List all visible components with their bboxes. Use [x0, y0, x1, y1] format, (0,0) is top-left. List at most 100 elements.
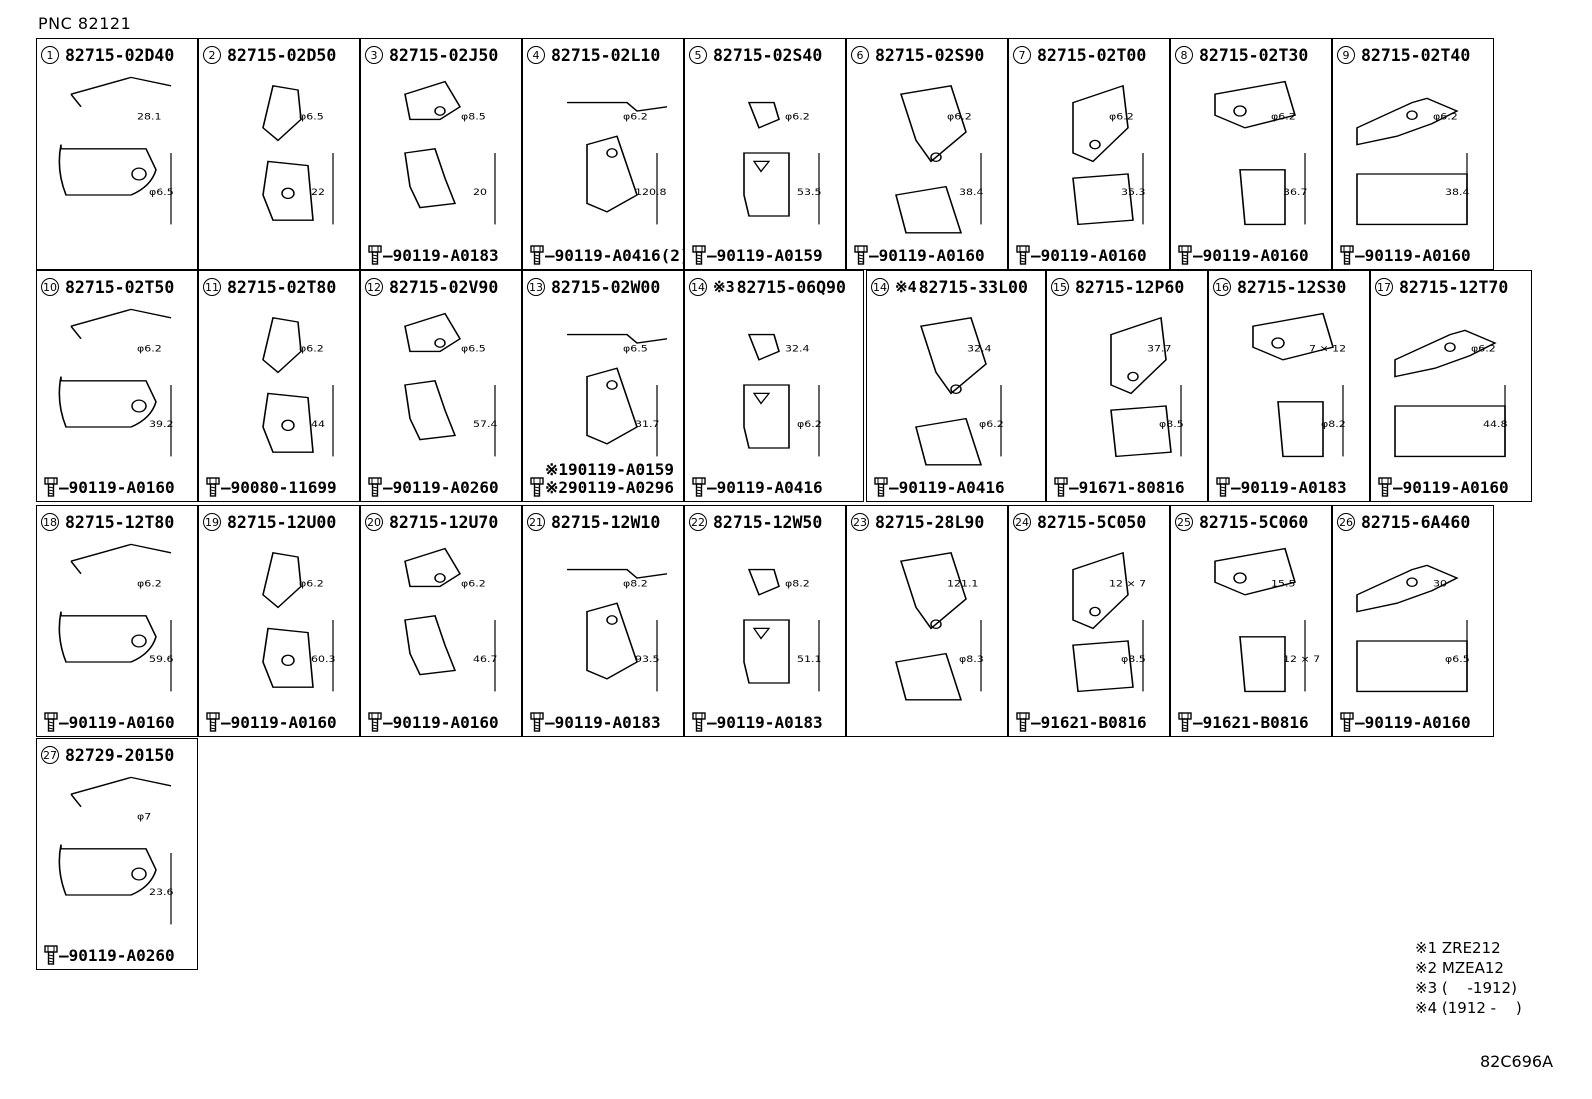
bolt-part-number[interactable]: 90119-A0183 [1240, 478, 1347, 497]
bolt-part-number[interactable]: — [1231, 478, 1241, 497]
bolt-part-number[interactable]: 90080-11699 [230, 478, 337, 497]
bolt-part-number[interactable]: — [59, 946, 69, 965]
bolt-part-number[interactable]: — [545, 246, 555, 265]
part-number[interactable]: 82715-12W10 [551, 512, 661, 532]
bolt-part-number[interactable]: 90119-A0160 [1364, 713, 1471, 732]
bolt-part-number[interactable]: — [59, 478, 69, 497]
bolt-part-number[interactable]: 90119-A0416 [898, 478, 1005, 497]
bolt-part-number[interactable]: — [383, 713, 393, 732]
bolt-part-number[interactable]: — [221, 713, 231, 732]
part-number[interactable]: 82715-02T00 [1037, 45, 1147, 65]
bolt-part-number[interactable]: — [707, 246, 717, 265]
bolt-part-number[interactable]: 91621-B0816 [1040, 713, 1147, 732]
bolt-part-number[interactable]: — [383, 478, 393, 497]
part-number[interactable]: 82715-02T40 [1361, 45, 1471, 65]
part-number[interactable]: 82715-28L90 [875, 512, 985, 532]
bolt-part-number[interactable]: ※290119-A0296 [545, 478, 674, 497]
bolt-part-number[interactable]: — [1069, 478, 1079, 497]
part-number[interactable]: 82715-02T30 [1199, 45, 1309, 65]
bolt-part-number[interactable]: 90119-A0260 [68, 946, 175, 965]
part-number[interactable]: 82715-02S40 [713, 45, 823, 65]
part-number[interactable]: 82715-33L00 [918, 277, 1028, 297]
bolt-part-number[interactable]: — [1355, 246, 1365, 265]
part-number[interactable]: 82715-02W00 [551, 277, 661, 297]
bolt-part-number[interactable]: — [707, 478, 717, 497]
bolt-part-number[interactable]: 90119-A0183 [554, 713, 661, 732]
bolt-part-number[interactable]: 90119-A0160 [878, 246, 985, 265]
bolt-part-number[interactable]: 90119-A0160 [68, 478, 175, 497]
part-number[interactable]: 82715-12W50 [713, 512, 823, 532]
part-number[interactable]: 82715-02D50 [227, 45, 337, 65]
part-number[interactable]: 82715-02J50 [389, 45, 499, 65]
bolt-part-number[interactable]: — [1193, 713, 1203, 732]
bolt-part-number[interactable]: 90119-A0160 [1202, 246, 1309, 265]
part-number[interactable]: 82715-6A460 [1361, 512, 1471, 532]
part-number[interactable]: 82715-12T70 [1399, 277, 1509, 297]
bolt-part-number[interactable]: 90119-A0160 [1364, 246, 1471, 265]
part-number[interactable]: 82715-12P60 [1075, 277, 1185, 297]
bolt-part-number[interactable]: — [869, 246, 879, 265]
bolt-part-number[interactable]: 90119-A0183 [716, 713, 823, 732]
bolt-part-number[interactable]: 90119-A0416 [716, 478, 823, 497]
bolt-part-number[interactable]: 90119-A0160 [392, 713, 499, 732]
bolt-part-number[interactable]: 90119-A0160 [1402, 478, 1509, 497]
bolt-part-number[interactable]: 90119-A0160 [68, 713, 175, 732]
bolt-part-number[interactable]: — [59, 713, 69, 732]
part-number[interactable]: 82715-02L10 [551, 45, 661, 65]
part-number[interactable]: 82715-12U00 [227, 512, 337, 532]
bolt-part-number[interactable]: 90119-A0416(2) [554, 246, 684, 265]
bolt-part-number[interactable]: — [889, 478, 899, 497]
bolt-part-number[interactable]: — [383, 246, 393, 265]
bolt-part-number[interactable]: — [1031, 713, 1041, 732]
part-number[interactable]: 82729-20150 [65, 745, 175, 765]
part-number[interactable]: 82715-02V90 [389, 277, 499, 297]
part-number[interactable]: 82715-5C050 [1037, 512, 1147, 532]
part-number[interactable]: 82715-02T50 [65, 277, 175, 297]
bolt-part-number[interactable]: 90119-A0260 [392, 478, 499, 497]
bolt-part-number[interactable]: 90119-A0160 [230, 713, 337, 732]
bolt-part-number[interactable]: — [221, 478, 231, 497]
bolt-part-number[interactable]: 90119-A0159 [716, 246, 823, 265]
bolt-part-number[interactable]: — [1393, 478, 1403, 497]
bolt-part-number[interactable]: 90119-A0160 [1040, 246, 1147, 265]
part-number[interactable]: 82715-5C060 [1199, 512, 1309, 532]
bolt-part-number[interactable]: — [545, 713, 555, 732]
bolt-part-number[interactable]: — [1031, 246, 1041, 265]
part-number[interactable]: 82715-02D40 [65, 45, 175, 65]
part-number[interactable]: 82715-12T80 [65, 512, 175, 532]
bolt-part-number[interactable]: ※190119-A0159 [545, 460, 674, 479]
part-number[interactable]: 82715-12U70 [389, 512, 499, 532]
part-number[interactable]: 82715-06Q90 [736, 277, 846, 297]
bolt-part-number[interactable]: — [1193, 246, 1203, 265]
bolt-part-number[interactable]: 90119-A0183 [392, 246, 499, 265]
part-number[interactable]: 82715-12S30 [1237, 277, 1347, 297]
bolt-part-number[interactable]: — [1355, 713, 1365, 732]
part-number[interactable]: 82715-02T80 [227, 277, 337, 297]
part-number[interactable]: 82715-02S90 [875, 45, 985, 65]
bolt-part-number[interactable]: 91621-B0816 [1202, 713, 1309, 732]
